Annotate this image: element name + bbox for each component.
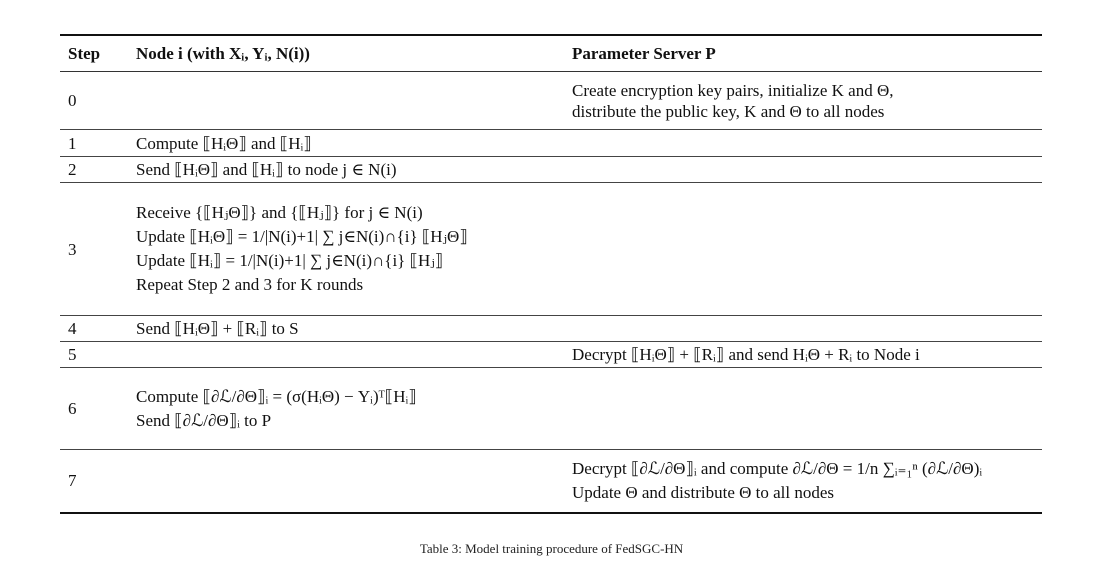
node-line: Compute ⟦∂ℒ/∂Θ⟧ᵢ = (σ(HᵢΘ) − Yᵢ)ᵀ⟦Hᵢ⟧ <box>136 386 417 406</box>
server-line: Update Θ and distribute Θ to all nodes <box>572 482 835 502</box>
node-line: Update ⟦Hᵢ⟧ = 1/|N(i)+1| ∑ j∈N(i)∩{i} ⟦H… <box>136 251 444 270</box>
table-caption: Table 3: Model training procedure of Fed… <box>419 541 684 556</box>
node-cell <box>128 342 564 368</box>
server-cell: Decrypt ⟦HᵢΘ⟧ + ⟦Rᵢ⟧ and send HᵢΘ + Rᵢ t… <box>564 342 1042 368</box>
table-row-step-5: 5 Decrypt ⟦HᵢΘ⟧ + ⟦Rᵢ⟧ and send HᵢΘ + Rᵢ… <box>60 342 1042 368</box>
node-cell <box>128 72 564 130</box>
server-cell <box>564 368 1042 450</box>
table-row-step-1: 1 Compute ⟦HᵢΘ⟧ and ⟦Hᵢ⟧ <box>60 130 1042 157</box>
header-node: Node i (with Xᵢ, Yᵢ, N(i)) <box>136 44 310 63</box>
table-row-step-4: 4 Send ⟦HᵢΘ⟧ + ⟦Rᵢ⟧ to S <box>60 316 1042 342</box>
header-step: Step <box>68 44 101 63</box>
server-line: distribute the public key, K and Θ to al… <box>572 101 885 121</box>
node-line: Send ⟦HᵢΘ⟧ and ⟦Hᵢ⟧ to node j ∈ N(i) <box>136 160 397 179</box>
training-procedure-table: Step Node i (with Xᵢ, Yᵢ, N(i)) Paramete… <box>60 34 1042 514</box>
step-cell: 6 <box>68 399 77 418</box>
node-line: Update ⟦HᵢΘ⟧ = 1/|N(i)+1| ∑ j∈N(i)∩{i} ⟦… <box>136 227 468 246</box>
step-cell: 3 <box>68 239 77 259</box>
step-cell: 2 <box>68 160 77 179</box>
table-row-step-2: 2 Send ⟦HᵢΘ⟧ and ⟦Hᵢ⟧ to node j ∈ N(i) <box>60 157 1042 183</box>
node-line: Repeat Step 2 and 3 for K rounds <box>136 275 364 294</box>
server-line: Decrypt ⟦HᵢΘ⟧ + ⟦Rᵢ⟧ and send HᵢΘ + Rᵢ t… <box>572 345 920 364</box>
table-row-step-0: 0 Create encryption key pairs, initializ… <box>60 72 1042 130</box>
server-cell <box>564 130 1042 157</box>
node-cell: Send ⟦HᵢΘ⟧ + ⟦Rᵢ⟧ to S <box>128 316 564 342</box>
node-cell: Compute ⟦∂ℒ/∂Θ⟧ᵢ = (σ(HᵢΘ) − Yᵢ)ᵀ⟦Hᵢ⟧ Se… <box>128 368 564 450</box>
node-line: Compute ⟦HᵢΘ⟧ and ⟦Hᵢ⟧ <box>136 133 312 153</box>
server-cell <box>564 157 1042 183</box>
node-line: Send ⟦∂ℒ/∂Θ⟧ᵢ to P <box>136 410 272 430</box>
step-cell: 4 <box>68 319 77 338</box>
node-cell: Compute ⟦HᵢΘ⟧ and ⟦Hᵢ⟧ <box>128 130 564 157</box>
table-header-row: Step Node i (with Xᵢ, Yᵢ, N(i)) Paramete… <box>60 35 1042 72</box>
step-cell: 5 <box>68 345 77 364</box>
node-line: Receive {⟦HⱼΘ⟧} and {⟦Hⱼ⟧} for j ∈ N(i) <box>136 203 423 222</box>
server-cell: Create encryption key pairs, initialize … <box>564 72 1042 130</box>
node-cell: Receive {⟦HⱼΘ⟧} and {⟦Hⱼ⟧} for j ∈ N(i) … <box>128 183 564 316</box>
server-line: Decrypt ⟦∂ℒ/∂Θ⟧ᵢ and compute ∂ℒ/∂Θ = 1/n… <box>572 458 983 478</box>
table-row-step-3: 3 Receive {⟦HⱼΘ⟧} and {⟦Hⱼ⟧} for j ∈ N(i… <box>60 183 1042 316</box>
server-cell: Decrypt ⟦∂ℒ/∂Θ⟧ᵢ and compute ∂ℒ/∂Θ = 1/n… <box>564 450 1042 513</box>
node-cell <box>128 450 564 513</box>
training-procedure-table-container: Step Node i (with Xᵢ, Yᵢ, N(i)) Paramete… <box>60 34 1042 514</box>
step-cell: 7 <box>68 471 77 491</box>
table-row-step-6: 6 Compute ⟦∂ℒ/∂Θ⟧ᵢ = (σ(HᵢΘ) − Yᵢ)ᵀ⟦Hᵢ⟧ … <box>60 368 1042 450</box>
step-cell: 0 <box>68 91 77 110</box>
node-cell: Send ⟦HᵢΘ⟧ and ⟦Hᵢ⟧ to node j ∈ N(i) <box>128 157 564 183</box>
step-cell: 1 <box>68 133 77 153</box>
server-cell <box>564 316 1042 342</box>
server-cell <box>564 183 1042 316</box>
server-line: Create encryption key pairs, initialize … <box>572 80 894 100</box>
header-server: Parameter Server P <box>572 44 716 63</box>
table-row-step-7: 7 Decrypt ⟦∂ℒ/∂Θ⟧ᵢ and compute ∂ℒ/∂Θ = 1… <box>60 450 1042 513</box>
node-line: Send ⟦HᵢΘ⟧ + ⟦Rᵢ⟧ to S <box>136 319 299 338</box>
